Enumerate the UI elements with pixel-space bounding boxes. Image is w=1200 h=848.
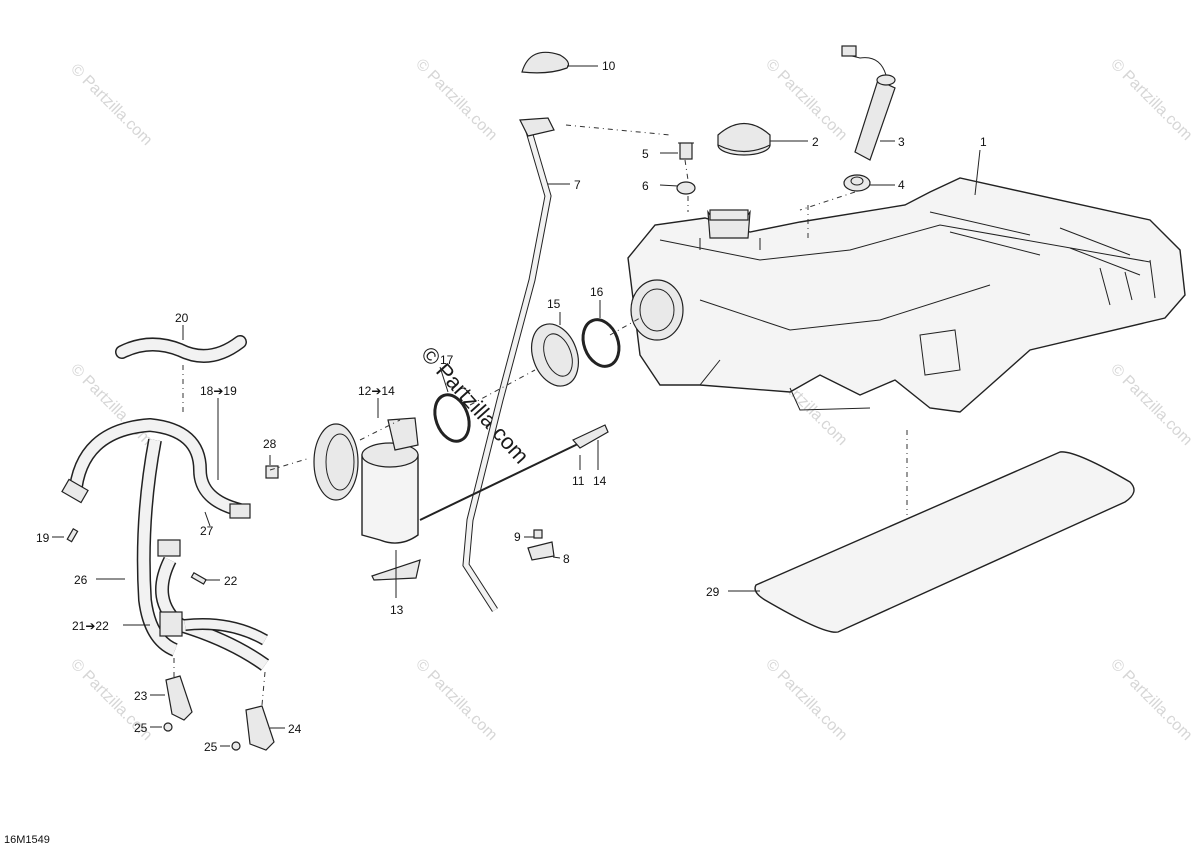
callout-10: 10 xyxy=(602,59,616,73)
callout-28: 28 xyxy=(263,437,277,451)
diagram-code: 16M1549 xyxy=(4,834,50,846)
callout-21: 21➔22 xyxy=(72,619,109,633)
fuel-tank xyxy=(627,177,1186,413)
pin xyxy=(66,527,79,543)
tank-pad xyxy=(754,451,1135,633)
callout-8: 8 xyxy=(563,552,570,566)
callout-2: 2 xyxy=(812,135,819,149)
callout-25: 25 xyxy=(204,740,218,754)
watermark: © Partzilla.com xyxy=(1107,361,1195,449)
nut xyxy=(265,465,279,479)
callout-6: 6 xyxy=(642,179,649,193)
hose-clip xyxy=(527,541,555,561)
callout-7: 7 xyxy=(574,178,581,192)
callout-16: 16 xyxy=(590,285,604,299)
bolt xyxy=(231,741,241,751)
callout-11: 11 xyxy=(572,474,585,488)
callout-23: 23 xyxy=(134,689,148,703)
o-ring xyxy=(581,318,621,368)
callout-5: 5 xyxy=(642,147,649,161)
callout-27: 27 xyxy=(200,524,214,538)
fuel-hose-upper xyxy=(116,336,246,362)
callout-22: 22 xyxy=(224,574,238,588)
hose-clamp xyxy=(521,51,570,74)
rollover-valve xyxy=(678,142,694,160)
pump-clamp xyxy=(433,393,471,443)
lock-ring xyxy=(531,323,579,387)
callout-17: 17 xyxy=(440,353,454,367)
watermark-center: © Partzilla.com xyxy=(416,342,534,469)
callout-24: 24 xyxy=(288,722,302,736)
grommet xyxy=(843,174,871,192)
leader-lines xyxy=(52,65,981,747)
bolt xyxy=(163,722,173,732)
valve-seal xyxy=(676,181,696,195)
callout-20: 20 xyxy=(175,311,189,325)
clip-screw xyxy=(533,529,543,539)
callout-1: 1 xyxy=(980,135,987,149)
bracket-left xyxy=(165,675,193,721)
callout-15: 15 xyxy=(547,297,561,311)
callout-18: 18➔19 xyxy=(200,384,237,398)
callout-9: 9 xyxy=(514,530,521,544)
watermark: © Partzilla.com xyxy=(67,61,155,149)
callout-19: 19 xyxy=(36,531,50,545)
pin xyxy=(190,571,207,585)
callout-25: 25 xyxy=(134,721,148,735)
callout-3: 3 xyxy=(898,135,905,149)
bracket-right xyxy=(245,705,275,751)
watermark: © Partzilla.com xyxy=(1107,56,1195,144)
watermark: © Partzilla.com xyxy=(412,56,500,144)
fuel-pressure-regulator xyxy=(572,424,609,449)
callout-13: 13 xyxy=(390,603,404,617)
callout-14: 14 xyxy=(593,474,607,488)
callout-12: 12➔14 xyxy=(358,384,395,398)
fuel-level-sender xyxy=(841,45,896,161)
fuel-pump xyxy=(313,417,419,544)
watermark: © Partzilla.com xyxy=(762,56,850,144)
watermark: © Partzilla.com xyxy=(762,656,850,744)
fuel-cap xyxy=(717,122,771,156)
fuel-hose-assembly xyxy=(61,417,270,671)
vent-hose xyxy=(463,127,551,612)
callout-26: 26 xyxy=(74,573,88,587)
callout-29: 29 xyxy=(706,585,720,599)
watermark: © Partzilla.com xyxy=(412,656,500,744)
watermark: © Partzilla.com xyxy=(1107,656,1195,744)
callout-4: 4 xyxy=(898,178,905,192)
